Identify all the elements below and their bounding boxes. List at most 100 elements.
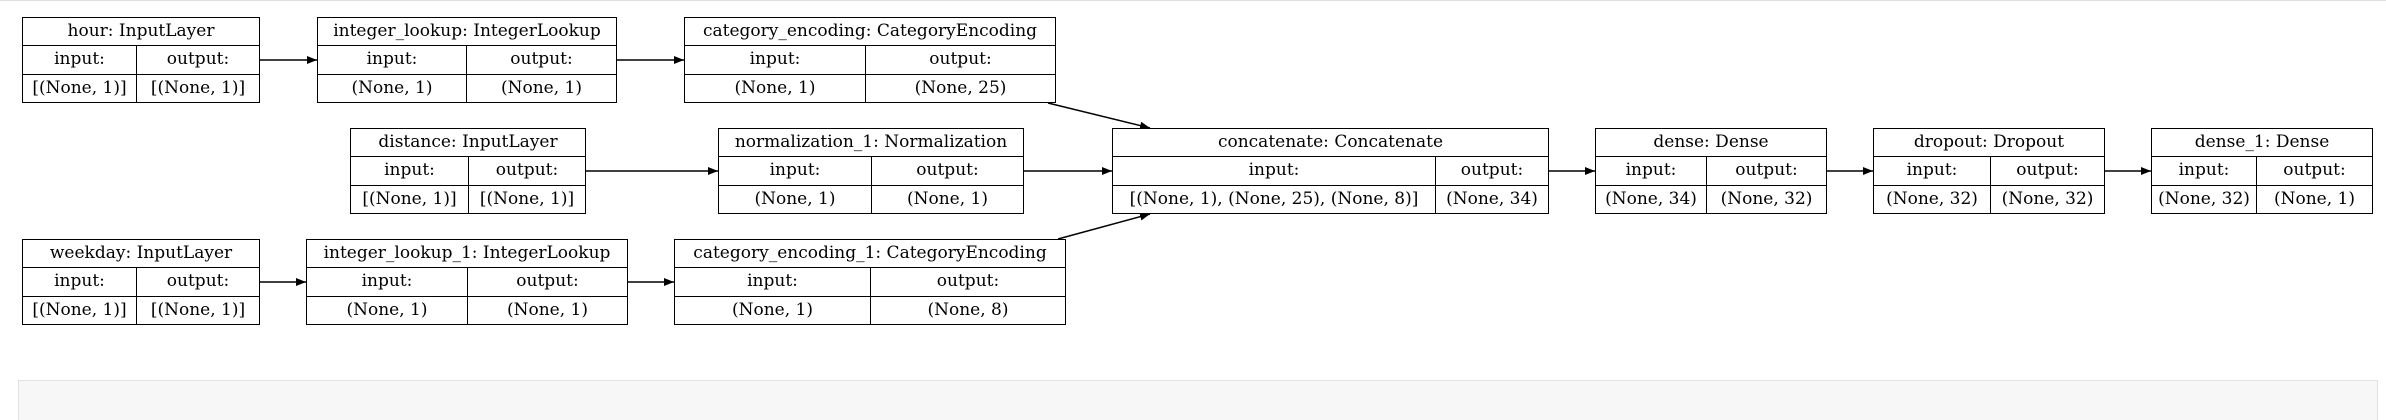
input-label: input:: [1874, 157, 1991, 185]
port-shape-row: [(None, 1), (None, 25), (None, 8)] (None,…: [1113, 185, 1548, 213]
input-label: input:: [685, 46, 866, 74]
port-shape-row: (None, 1) (None, 8): [675, 296, 1065, 324]
output-shape: (None, 1): [506, 299, 588, 320]
layer-title: weekday: InputLayer: [23, 240, 259, 269]
output-label: output:: [2016, 160, 2079, 181]
output-label: output:: [2283, 160, 2346, 181]
output-shape: (None, 34): [1446, 188, 1538, 209]
input-shape: [(None, 1)]: [23, 296, 137, 324]
port-shape-row: (None, 32) (None, 1): [2152, 185, 2372, 213]
input-shape: (None, 1): [307, 296, 468, 324]
layer-title: integer_lookup: IntegerLookup: [318, 18, 616, 47]
edge-category-encoding-1-to-concatenate: [1057, 212, 1151, 240]
layer-title: hour: InputLayer: [23, 18, 259, 47]
output-shape: [(None, 1)]: [150, 299, 246, 320]
port-label-row: input: output:: [23, 46, 259, 75]
port-label-row: input: output:: [1874, 157, 2104, 186]
layer-title: normalization_1: Normalization: [719, 129, 1023, 158]
input-shape: (None, 34): [1596, 185, 1707, 213]
output-label: output:: [166, 49, 230, 70]
port-shape-row: [(None, 1)] [(None, 1)]: [23, 74, 259, 102]
port-label-row: input: output:: [675, 268, 1065, 297]
layer-title: dense: Dense: [1596, 129, 1826, 158]
input-shape: (None, 1): [719, 185, 872, 213]
top-divider: [0, 0, 2386, 1]
input-label: input:: [23, 46, 137, 74]
output-label: output:: [495, 160, 559, 181]
output-label: output:: [1735, 160, 1798, 181]
port-label-row: input: output:: [351, 157, 585, 186]
input-label: input:: [307, 268, 468, 296]
output-shape: (None, 25): [914, 77, 1007, 98]
output-label: output:: [516, 271, 579, 292]
port-shape-row: (None, 1) (None, 25): [685, 74, 1055, 102]
output-shape: (None, 8): [927, 299, 1009, 320]
port-label-row: input: output:: [685, 46, 1055, 75]
port-shape-row: (None, 1) (None, 1): [318, 74, 616, 102]
port-label-row: input: output:: [307, 268, 627, 297]
edge-layer: [260, 56, 2151, 286]
output-label: output:: [936, 271, 1000, 292]
input-label: input:: [719, 157, 872, 185]
output-shape: (None, 1): [906, 188, 988, 209]
port-shape-row: (None, 34) (None, 32): [1596, 185, 1826, 213]
input-label: input:: [675, 268, 871, 296]
output-shape: (None, 1): [500, 77, 582, 98]
layer-title: category_encoding: CategoryEncoding: [685, 18, 1055, 47]
input-shape: (None, 32): [2152, 185, 2257, 213]
output-shape: (None, 32): [2001, 188, 2094, 209]
port-shape-row: (None, 32) (None, 32): [1874, 185, 2104, 213]
code-cell[interactable]: [18, 380, 2378, 420]
layer-title: distance: InputLayer: [351, 129, 585, 158]
output-label: output:: [166, 271, 230, 292]
port-label-row: input: output:: [1596, 157, 1826, 186]
port-label-row: input: output:: [719, 157, 1023, 186]
layer-title: concatenate: Concatenate: [1113, 129, 1548, 158]
output-shape: [(None, 1)]: [150, 77, 246, 98]
port-shape-row: [(None, 1)] [(None, 1)]: [23, 296, 259, 324]
input-label: input:: [23, 268, 137, 296]
input-shape: (None, 1): [675, 296, 871, 324]
port-label-row: input: output:: [2152, 157, 2372, 186]
output-label: output:: [510, 49, 573, 70]
layer-title: dropout: Dropout: [1874, 129, 2104, 158]
layer-title: integer_lookup_1: IntegerLookup: [307, 240, 627, 269]
port-shape-row: [(None, 1)] [(None, 1)]: [351, 185, 585, 213]
port-label-row: input: output:: [23, 268, 259, 297]
input-shape: [(None, 1), (None, 25), (None, 8)]: [1113, 185, 1436, 213]
port-label-row: input: output:: [1113, 157, 1548, 186]
input-label: input:: [351, 157, 469, 185]
edge-category-encoding-to-concatenate: [1047, 102, 1151, 130]
input-label: input:: [1596, 157, 1707, 185]
port-shape-row: (None, 1) (None, 1): [719, 185, 1023, 213]
input-label: input:: [1113, 157, 1436, 185]
input-shape: (None, 1): [318, 74, 467, 102]
input-label: input:: [2152, 157, 2257, 185]
output-label: output:: [929, 49, 992, 70]
input-shape: (None, 1): [685, 74, 866, 102]
input-shape: (None, 32): [1874, 185, 1991, 213]
layer-title: category_encoding_1: CategoryEncoding: [675, 240, 1065, 269]
port-label-row: input: output:: [318, 46, 616, 75]
input-shape: [(None, 1)]: [23, 74, 137, 102]
port-shape-row: (None, 1) (None, 1): [307, 296, 627, 324]
output-shape: (None, 1): [2273, 188, 2355, 209]
input-shape: [(None, 1)]: [351, 185, 469, 213]
input-label: input:: [318, 46, 467, 74]
output-shape: (None, 32): [1720, 188, 1813, 209]
output-label: output:: [1460, 160, 1524, 181]
output-label: output:: [916, 160, 979, 181]
output-shape: [(None, 1)]: [479, 188, 575, 209]
